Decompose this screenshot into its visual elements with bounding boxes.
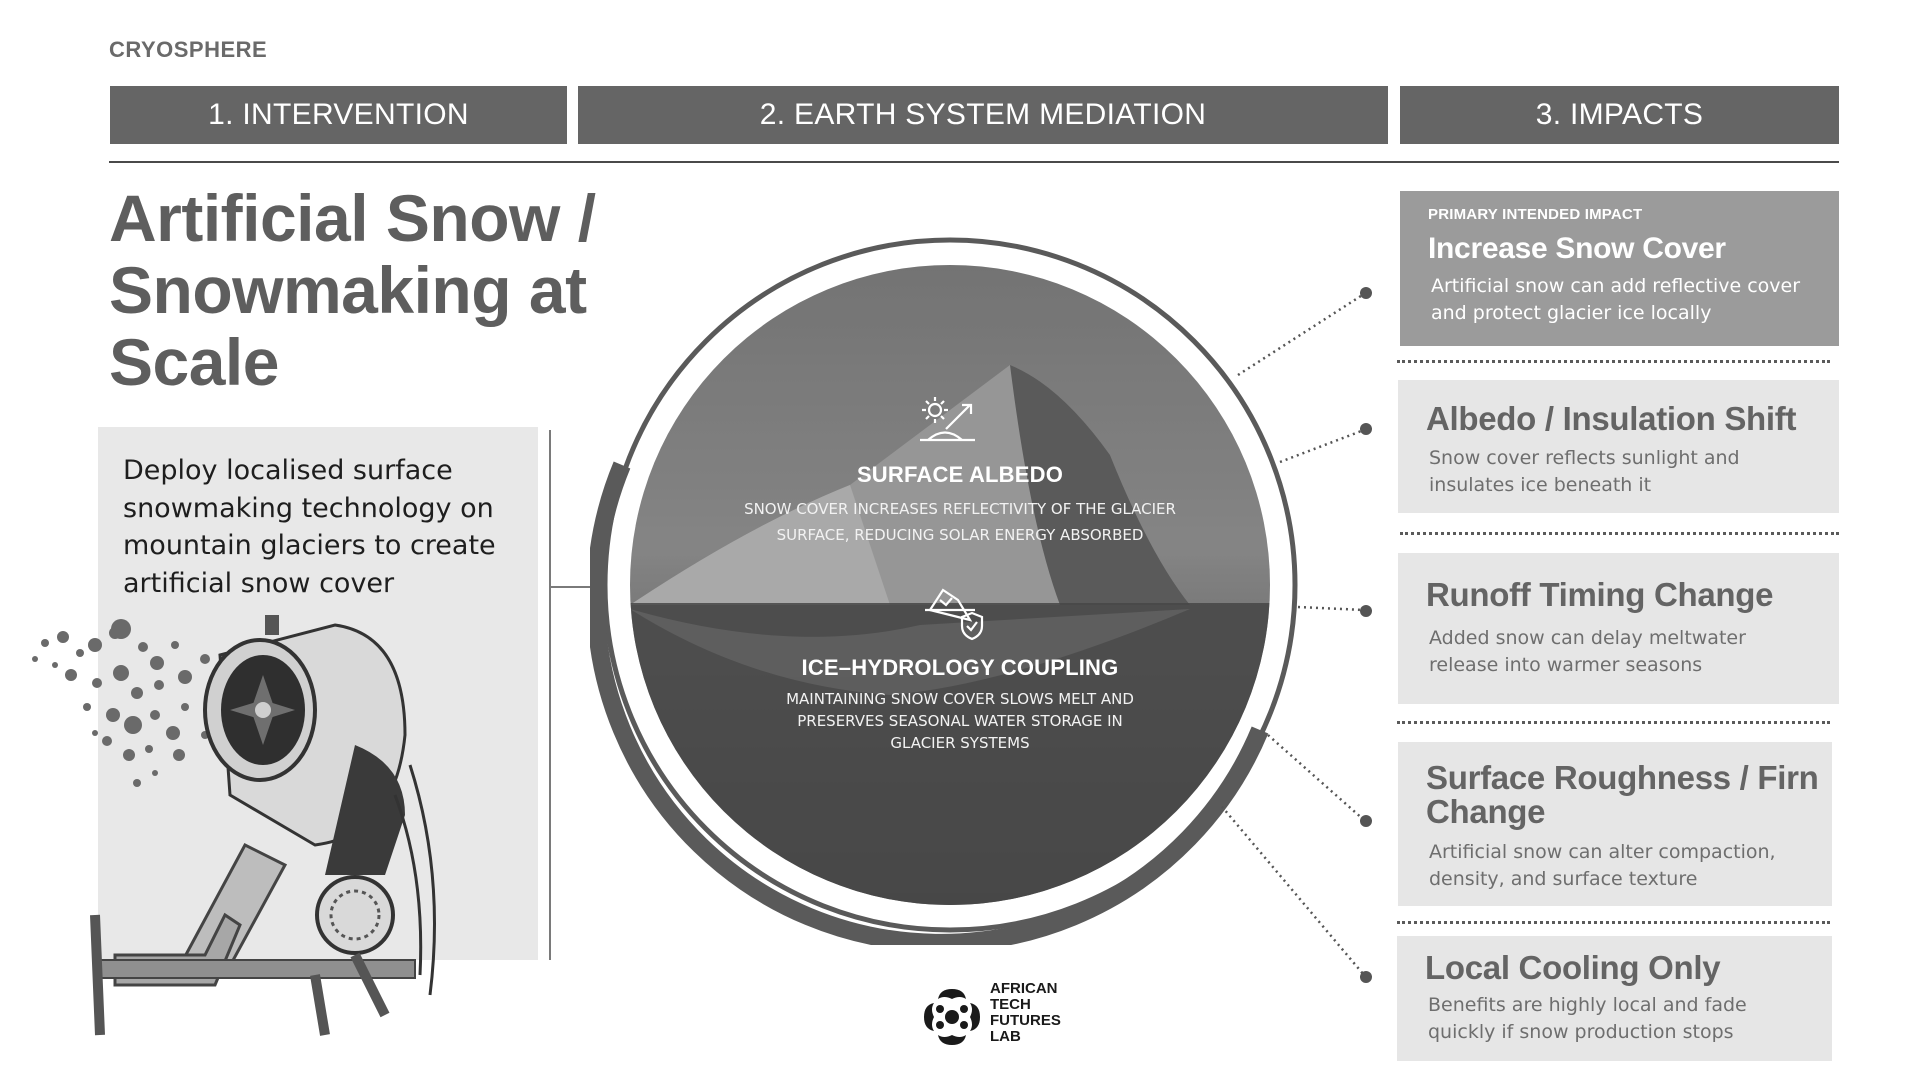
impact-separator — [1400, 532, 1839, 535]
impact-card-runoff: Runoff Timing Change Added snow can dela… — [1398, 553, 1839, 704]
logo-text: AFRICAN TECH FUTURES LAB — [990, 981, 1061, 1045]
impact-card-roughness: Surface Roughness / Firn Change Artifici… — [1398, 742, 1832, 906]
impact-title: Local Cooling Only — [1425, 949, 1721, 986]
mediation-content: SURFACE ALBEDO SNOW COVER INCREASES REFL… — [700, 452, 1220, 772]
connector-vertical — [549, 430, 551, 960]
intervention-description: Deploy localised surface snowmaking tech… — [123, 455, 496, 599]
logo-line: AFRICAN — [990, 980, 1058, 997]
connector-dot — [1360, 287, 1372, 299]
impact-title: Increase Snow Cover — [1428, 232, 1726, 265]
connector-dot — [1360, 815, 1372, 827]
impact-separator — [1397, 360, 1830, 363]
iceberg-shield-icon — [925, 588, 984, 641]
stage-tab-impacts: 3. IMPACTS — [1400, 86, 1839, 144]
mediation-desc-hydrology: MAINTAINING SNOW COVER SLOWS MELT AND PR… — [786, 690, 1134, 752]
connector-dot — [1360, 971, 1372, 983]
impact-description: Artificial snow can add reflective cover… — [1431, 275, 1801, 324]
impact-connectors — [1220, 287, 1372, 983]
impact-description: Added snow can delay meltwater release i… — [1429, 627, 1746, 676]
impact-description: Snow cover reflects sunlight and insulat… — [1429, 447, 1740, 496]
impact-description: Artificial snow can alter compaction, de… — [1429, 841, 1776, 890]
impact-title: Albedo / Insulation Shift — [1426, 400, 1797, 437]
impact-card-albedo: Albedo / Insulation Shift Snow cover ref… — [1398, 380, 1839, 513]
section-label: CRYOSPHERE — [109, 37, 268, 62]
snowflakes — [32, 619, 218, 787]
stage-tab-mediation: 2. EARTH SYSTEM MEDIATION — [578, 86, 1388, 144]
impact-title: Runoff Timing Change — [1426, 576, 1774, 613]
impact-card-primary: PRIMARY INTENDED IMPACT Increase Snow Co… — [1400, 191, 1839, 346]
intervention-title: Artificial Snow / Snowmaking at Scale — [109, 181, 596, 399]
logo-line: LAB — [990, 1028, 1021, 1045]
sun-reflection-icon — [920, 397, 975, 442]
african-tech-futures-lab-logo-icon — [924, 989, 980, 1045]
connector-dot — [1360, 605, 1372, 617]
impact-description: Benefits are highly local and fade quick… — [1428, 994, 1747, 1043]
snow-cannon-illustration — [32, 615, 436, 1036]
stage-tab-intervention: 1. INTERVENTION — [110, 86, 567, 144]
outer-ring-arc — [590, 461, 1269, 945]
logo-line: TECH — [990, 996, 1031, 1013]
header-divider — [109, 161, 1839, 163]
outer-ring — [602, 237, 1298, 933]
impact-title: Surface Roughness / Firn Change — [1426, 759, 1819, 830]
mediation-title-hydrology: ICE–HYDROLOGY COUPLING — [801, 655, 1119, 680]
connector-horizontal — [551, 586, 591, 588]
mediation-circle — [590, 237, 1298, 945]
impact-separator — [1397, 721, 1830, 724]
cannon-body — [90, 615, 436, 1036]
impact-card-cooling: Local Cooling Only Benefits are highly l… — [1397, 936, 1832, 1061]
logo-line: FUTURES — [990, 1012, 1061, 1029]
primary-impact-eyebrow: PRIMARY INTENDED IMPACT — [1428, 206, 1643, 223]
mediation-title-albedo: SURFACE ALBEDO — [856, 462, 1064, 487]
mediation-desc-albedo: SNOW COVER INCREASES REFLECTIVITY OF THE… — [744, 500, 1176, 544]
impact-separator — [1397, 921, 1830, 924]
connector-dot — [1360, 423, 1372, 435]
